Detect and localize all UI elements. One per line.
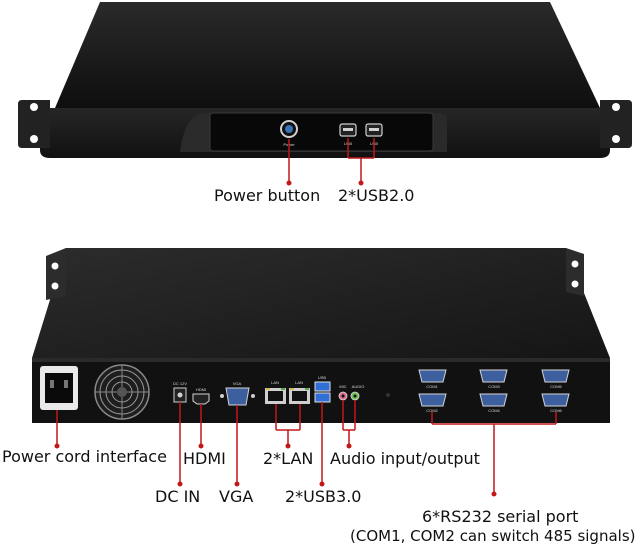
- com4-port-icon: COM4: [479, 393, 508, 413]
- callout-dc-in: DC IN: [155, 487, 201, 506]
- com6-silkscreen: COM6: [550, 408, 562, 413]
- fan-icon: [94, 364, 150, 420]
- callout-power-button: Power button: [214, 186, 321, 205]
- lan-port-2-icon: LAN: [289, 380, 310, 404]
- callout-serial-line2: (COM1, COM2 can switch 485 signals): [350, 527, 636, 545]
- usb3-silkscreen: USB: [318, 375, 327, 380]
- callout-audio: Audio input/output: [330, 449, 480, 468]
- com5-port-icon: COM5: [541, 369, 570, 389]
- com2-silkscreen: COM2: [426, 408, 438, 413]
- front-chassis: [18, 2, 632, 158]
- serial-ports-group: COM1 COM3 COM5 COM2 COM4 COM6: [418, 369, 570, 413]
- com3-port-icon: COM3: [479, 369, 508, 389]
- callout-power-cord: Power cord interface: [2, 447, 167, 466]
- com6-port-icon: COM6: [541, 393, 570, 413]
- callout-lan: 2*LAN: [263, 449, 314, 468]
- com1-port-icon: COM1: [418, 369, 447, 389]
- com5-silkscreen: COM5: [550, 384, 562, 389]
- hdmi-silkscreen: HDMI: [196, 387, 206, 392]
- callout-usb3: 2*USB3.0: [285, 487, 362, 506]
- lan2-silkscreen: LAN: [295, 380, 303, 385]
- power-inlet-icon: [40, 366, 78, 410]
- audio-jacks-icon: MIC AUDIO: [338, 384, 365, 401]
- hdmi-port-icon: HDMI: [192, 387, 210, 405]
- callout-dot: [358, 180, 364, 186]
- com3-silkscreen: COM3: [488, 384, 500, 389]
- rear-callout-lines: [56, 400, 557, 494]
- lan1-silkscreen: LAN: [271, 380, 279, 385]
- callout-dot: [286, 180, 292, 186]
- callout-serial-line1: 6*RS232 serial port: [422, 507, 579, 526]
- front-callout-lines: [288, 138, 375, 183]
- com2-port-icon: COM2: [418, 393, 447, 413]
- reset-hole-icon: [386, 393, 390, 397]
- com1-silkscreen: COM1: [426, 384, 438, 389]
- lan-port-1-icon: LAN: [265, 380, 286, 404]
- callout-hdmi: HDMI: [183, 449, 226, 468]
- audio-silkscreen: AUDIO: [352, 384, 365, 389]
- vga-silkscreen: VGA: [233, 381, 242, 386]
- com4-silkscreen: COM4: [488, 408, 500, 413]
- callout-vga: VGA: [219, 487, 254, 506]
- callout-usb2: 2*USB2.0: [338, 186, 415, 205]
- dc-silkscreen: DC 12V: [173, 381, 187, 386]
- vga-port-icon: VGA: [220, 381, 255, 406]
- dc-jack-icon: DC 12V: [173, 381, 187, 403]
- mic-silkscreen: MIC: [339, 384, 346, 389]
